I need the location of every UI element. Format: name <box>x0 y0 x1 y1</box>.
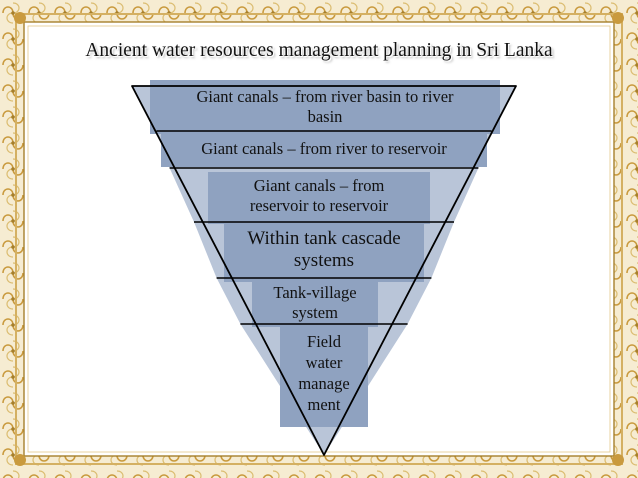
level-6-label-box <box>280 327 368 427</box>
level-5-label-box <box>252 281 378 327</box>
level-6-label: Field water manage ment <box>280 331 368 415</box>
level-5-label-line-2: system <box>292 302 338 322</box>
level-6-label-line-1: Field <box>307 332 341 351</box>
level-6-label-line-3: manage <box>298 374 350 394</box>
level-2-label-line-1: Giant canals – from river to reservoir <box>201 139 447 158</box>
level-4-label-box <box>224 224 424 282</box>
level-2-label-box <box>161 131 487 167</box>
level-4-label-line-1: Within tank cascade <box>247 228 401 249</box>
level-6-label-line-4: ment <box>307 395 341 415</box>
level-1-label: Giant canals – from river basin to river… <box>150 87 500 127</box>
level-1-label-line-2: basin <box>307 106 343 126</box>
level-3-label-box <box>208 172 430 224</box>
level-6-label-line-2: water <box>305 353 343 373</box>
level-3-label-line-2: reservoir to reservoir <box>249 195 389 215</box>
level-1-label-line-1: Giant canals – from river basin to river <box>196 87 454 106</box>
slide-title: Ancient water resources management plann… <box>85 40 553 61</box>
pyramid-divider-lines <box>156 130 492 325</box>
level-5-label-line-1: Tank-village <box>273 283 357 302</box>
pyramid-outline <box>131 85 517 456</box>
level-4-label-line-2: systems <box>293 249 355 271</box>
level-1-label-box <box>150 80 500 134</box>
level-4-label: Within tank cascade systems <box>224 228 424 272</box>
level-3-label-line-1: Giant canals – from <box>253 176 385 195</box>
level-2-label: Giant canals – from river to reservoir <box>161 139 487 159</box>
level-5-label: Tank-village system <box>252 283 378 323</box>
level-3-label: Giant canals – from reservoir to reservo… <box>208 176 430 216</box>
